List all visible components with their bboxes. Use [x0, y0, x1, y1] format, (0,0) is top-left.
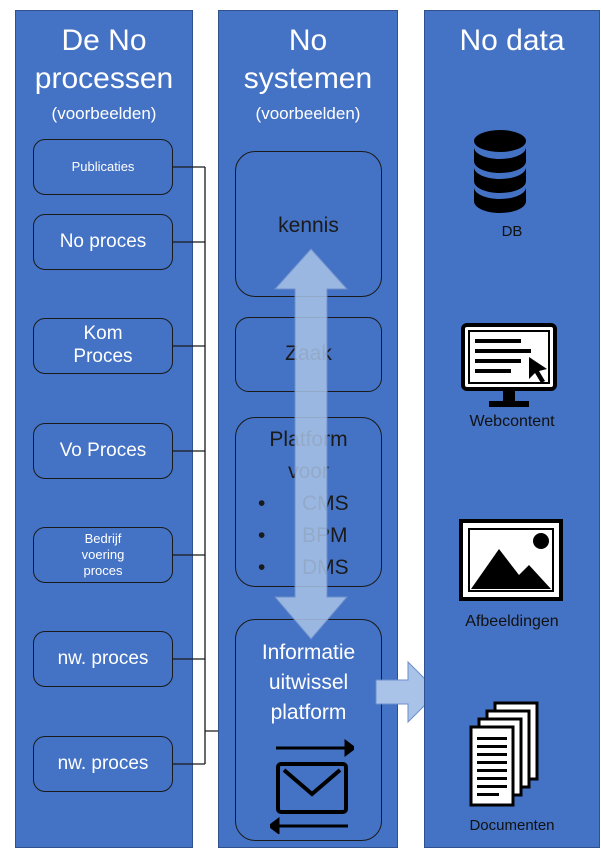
documents-icon — [469, 701, 539, 807]
kennis-label: kennis — [278, 214, 339, 237]
processes-title-line2: processen — [34, 62, 174, 95]
process-label: Vo Proces — [59, 439, 147, 461]
systems-title-line2: systemen — [243, 62, 373, 95]
process-label: Kom — [83, 323, 123, 345]
process-label: voering — [81, 546, 125, 562]
exchange-platform-box: Informatie uitwissel platform — [235, 619, 382, 841]
exchange-label: Informatie uitwissel platform — [236, 638, 381, 728]
exchange-label-line2: uitwissel — [268, 671, 349, 694]
process-label: Publicaties — [71, 159, 135, 175]
data-column: No data DB Webcontent Af — [424, 10, 600, 848]
process-label: nw. proces — [57, 647, 149, 669]
processes-title-line1: De No — [61, 24, 147, 57]
image-icon — [459, 519, 563, 601]
data-label-db: DB — [501, 223, 523, 240]
systems-title-line1: No — [288, 24, 328, 57]
bullet: • — [258, 556, 266, 579]
bullet: • — [258, 492, 266, 515]
double-arrow-icon — [273, 248, 349, 640]
process-box-kom-proces: Kom Proces — [33, 318, 173, 374]
data-title: No data — [459, 24, 565, 57]
processes-subtitle: (voorbeelden) — [51, 104, 157, 123]
exchange-label-line1: Informatie — [261, 641, 356, 664]
data-label-afbeeldingen: Afbeeldingen — [465, 613, 559, 630]
webcontent-icon — [461, 323, 557, 407]
systems-subtitle: (voorbeelden) — [255, 104, 361, 123]
data-label-webcontent: Webcontent — [469, 413, 555, 430]
envelope-exchange-icon — [270, 739, 354, 834]
systems-column: No systemen (voorbeelden) kennis Zaak Pl… — [218, 10, 398, 848]
bullet: • — [258, 524, 266, 547]
process-label: nw. proces — [57, 752, 149, 774]
right-arrow-icon — [375, 660, 439, 724]
process-label: Proces — [73, 346, 133, 367]
processes-column: De No processen (voorbeelden) Publicatie… — [15, 10, 193, 848]
process-label: proces — [83, 563, 123, 579]
exchange-label-line3: platform — [270, 701, 347, 724]
database-icon — [474, 130, 526, 213]
process-label: Bedrijf — [84, 530, 122, 546]
data-label-documenten: Documenten — [469, 817, 555, 834]
process-label: No proces — [59, 230, 147, 252]
